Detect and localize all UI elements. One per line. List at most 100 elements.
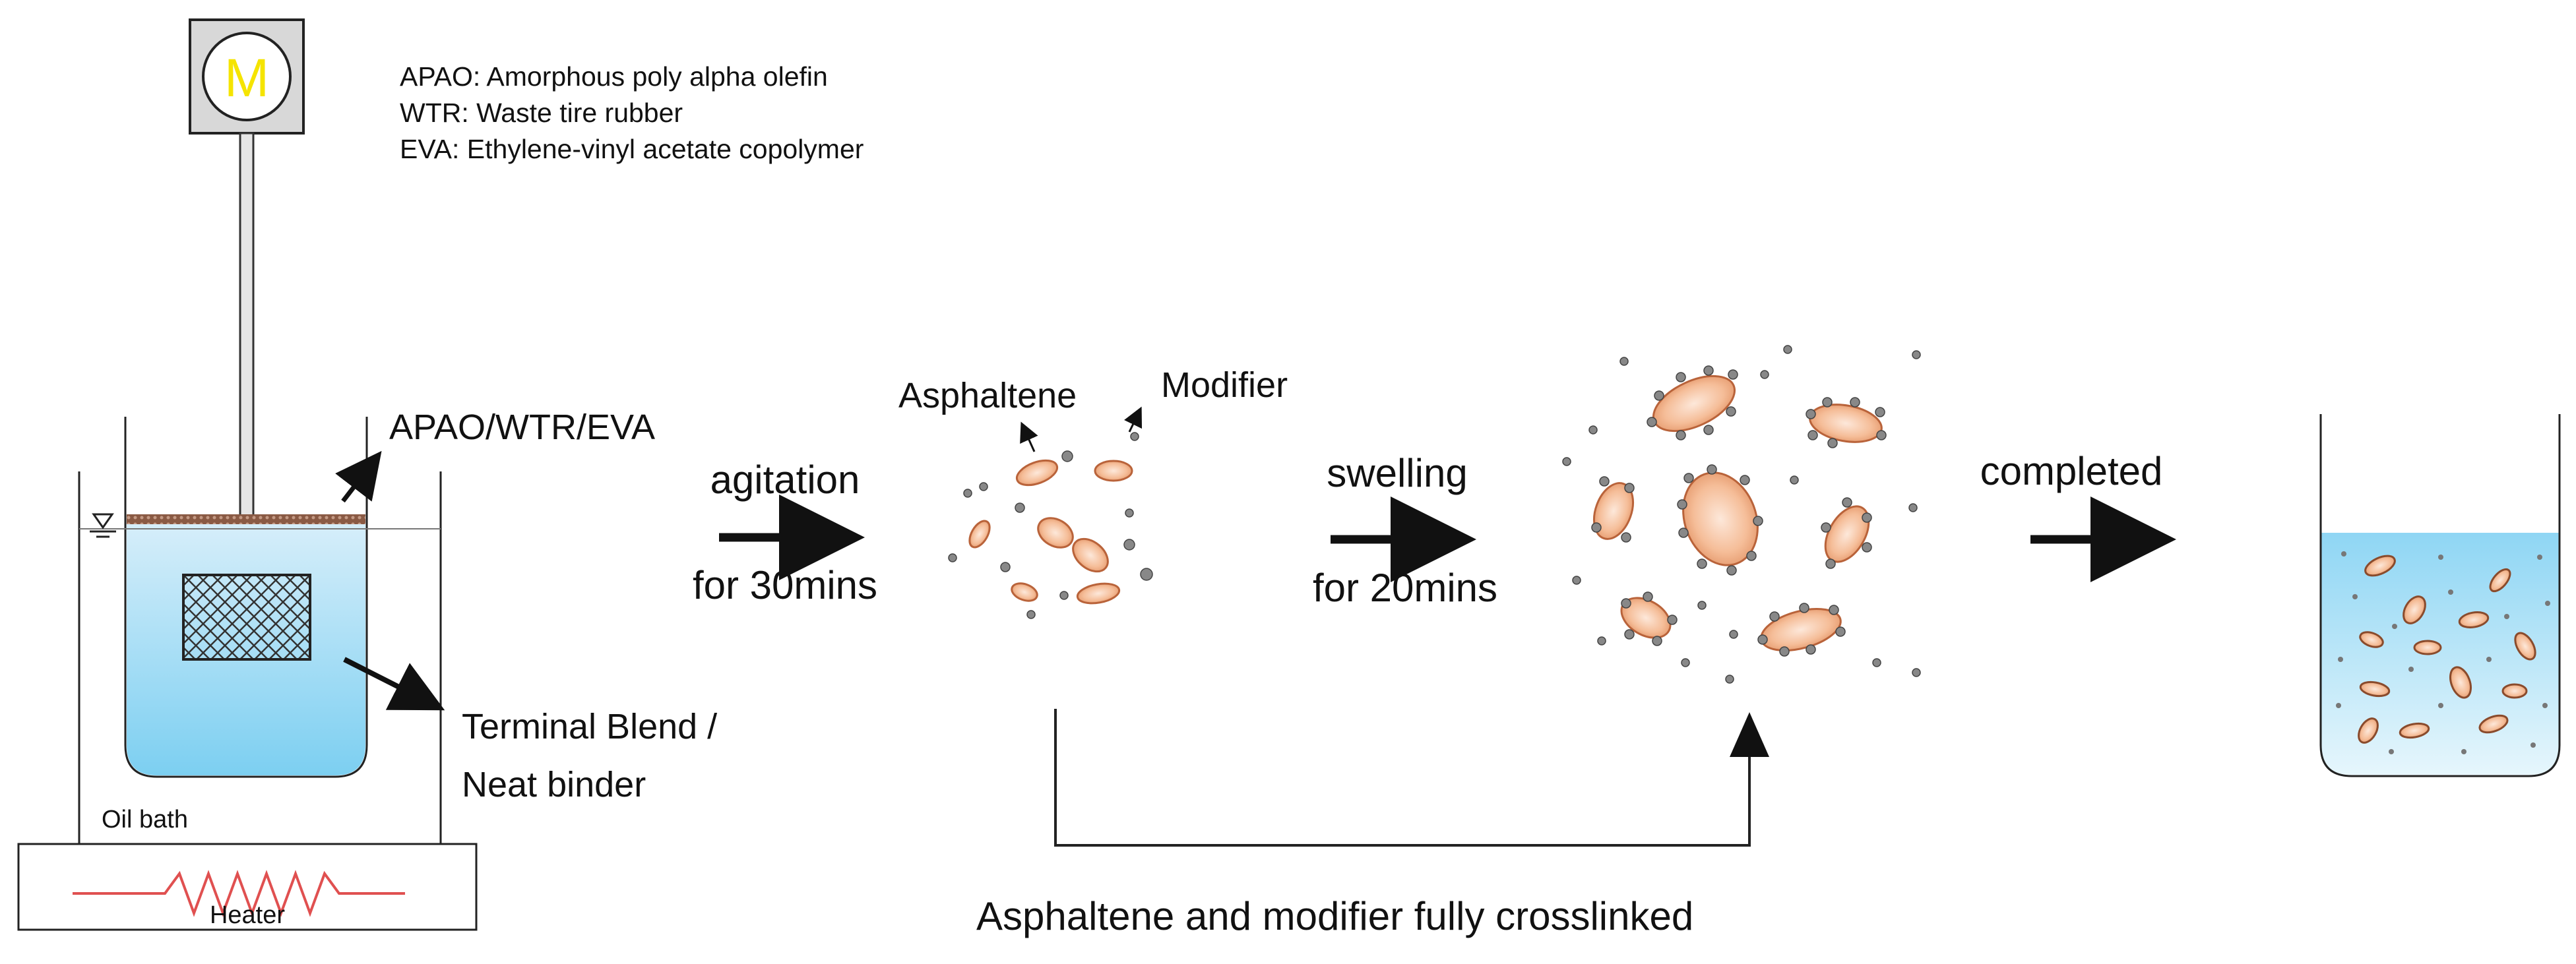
modifier-pointer <box>1124 406 1143 433</box>
swelling-label: swelling <box>1327 451 1467 495</box>
final-dots <box>2336 551 2550 754</box>
modifier-dot <box>2530 742 2536 748</box>
modifier-dot <box>2545 601 2550 606</box>
modifier-dot <box>1683 473 1694 483</box>
swollen-mixture <box>1562 345 1921 684</box>
binder-label-line1: Terminal Blend / <box>462 707 717 746</box>
crosslink-label: Asphaltene and modifier fully crosslinke… <box>976 894 1693 938</box>
crosslink-route: Asphaltene and modifier fully crosslinke… <box>976 709 1769 938</box>
legend: APAO: Amorphous poly alpha olefin WTR: W… <box>400 61 864 164</box>
modifier-dot <box>1652 636 1662 646</box>
modifier-dot <box>1572 576 1581 585</box>
final-particle <box>2449 666 2472 699</box>
modifier-dot <box>1697 558 1707 569</box>
modifier-dot <box>1806 644 1816 655</box>
modifier-dot <box>1697 601 1707 610</box>
modifier-dot <box>2461 749 2466 754</box>
mesh-stirrer <box>182 574 311 661</box>
modifier-dot <box>1740 475 1750 485</box>
swollen-particle <box>1593 482 1634 540</box>
modifier-dot <box>1822 397 1833 407</box>
modifier-dot <box>1769 611 1780 622</box>
modifier-dot <box>1619 357 1629 366</box>
modifier-dot <box>1729 630 1738 639</box>
modifier-pointer-arrow <box>335 450 382 503</box>
final-beaker <box>2319 414 2561 777</box>
asphaltene-particle <box>968 520 991 549</box>
modifier-dot <box>2542 703 2548 708</box>
modifier-dot <box>1678 527 1689 538</box>
cluster-modifier-label: Modifier <box>1161 365 1288 405</box>
modifier-dot <box>1862 542 1872 553</box>
modifier-dot <box>1862 512 1872 523</box>
modifier-dot <box>1829 605 1839 615</box>
modifier-dot <box>2448 589 2453 595</box>
asphaltene-particle <box>1094 460 1133 482</box>
modifier-dot <box>1876 430 1887 440</box>
agitation-label: agitation <box>710 458 860 502</box>
modifier-dots <box>948 432 1153 619</box>
asphaltene-particle <box>1072 537 1109 573</box>
step-completed: completed <box>1980 449 2176 582</box>
binder-label-line2: Neat binder <box>462 765 646 804</box>
modifier-dot <box>1677 499 1687 510</box>
modifier-dot <box>1667 615 1678 625</box>
modifier-dot <box>1643 591 1653 602</box>
modifier-dot <box>1676 430 1686 440</box>
asphaltene-particle <box>1015 459 1059 487</box>
modifier-dot <box>1624 629 1635 640</box>
swelling-duration: for 20mins <box>1313 566 1497 610</box>
asphaltene-particle <box>1011 582 1038 602</box>
modifier-dot <box>1624 483 1635 493</box>
level-symbol-icon <box>90 513 116 538</box>
modifier-dot <box>1821 522 1831 533</box>
modifier-dot <box>1059 591 1069 600</box>
modifier-dot <box>1912 350 1921 359</box>
modifier-dot <box>1562 457 1571 466</box>
asphaltene-particles <box>968 459 1133 605</box>
final-particle <box>2364 555 2396 577</box>
modifier-layer <box>127 514 365 524</box>
final-particle <box>2359 680 2391 698</box>
heater-label: Heater <box>210 901 285 929</box>
modifier-dot <box>1726 406 1736 417</box>
modifier-dot <box>1779 646 1790 657</box>
final-particle <box>2489 568 2511 593</box>
modifier-dot <box>1000 562 1011 572</box>
final-particle <box>2413 640 2442 655</box>
modifier-dot <box>1140 568 1153 581</box>
modifier-dot <box>1760 370 1769 379</box>
motor-letter: M <box>224 48 269 108</box>
modifier-dot <box>1799 603 1809 613</box>
modifier-dot <box>1647 417 1657 427</box>
legend-apao: APAO: Amorphous poly alpha olefin <box>400 61 828 92</box>
modifier-dot <box>1783 345 1792 354</box>
final-liquid <box>2321 533 2560 775</box>
modifier-dot <box>963 489 972 498</box>
motor-icon <box>202 32 292 121</box>
modifier-dot <box>1588 425 1598 435</box>
modifier-dot <box>2504 614 2509 619</box>
step-agitation: agitation for 30mins <box>693 458 877 607</box>
final-particle <box>2458 611 2490 628</box>
stirrer-shaft <box>239 132 255 576</box>
modifier-dot <box>1746 551 1757 561</box>
heater-coil-icon <box>73 870 405 917</box>
modifier-dot <box>2389 749 2394 754</box>
legend-eva: EVA: Ethylene-vinyl acetate copolymer <box>400 134 864 164</box>
final-beaker-outline <box>2319 414 2561 777</box>
binder-pointer-arrow <box>343 657 445 711</box>
modifier-dot <box>1807 430 1818 440</box>
modifier-dot <box>2338 657 2343 662</box>
modifier-dot <box>2336 703 2341 708</box>
modifier-dot <box>1654 390 1664 401</box>
modifier-dot <box>2341 551 2346 557</box>
motor: M <box>189 18 305 135</box>
modifier-dot <box>1597 636 1606 646</box>
apparatus-modifier-label: APAO/WTR/EVA <box>389 407 655 447</box>
crosslink-path-line <box>1054 709 1751 847</box>
beaker <box>124 417 368 778</box>
final-particle <box>2501 683 2528 699</box>
modifier-dot <box>1123 539 1135 551</box>
modifier-dot <box>979 482 988 491</box>
